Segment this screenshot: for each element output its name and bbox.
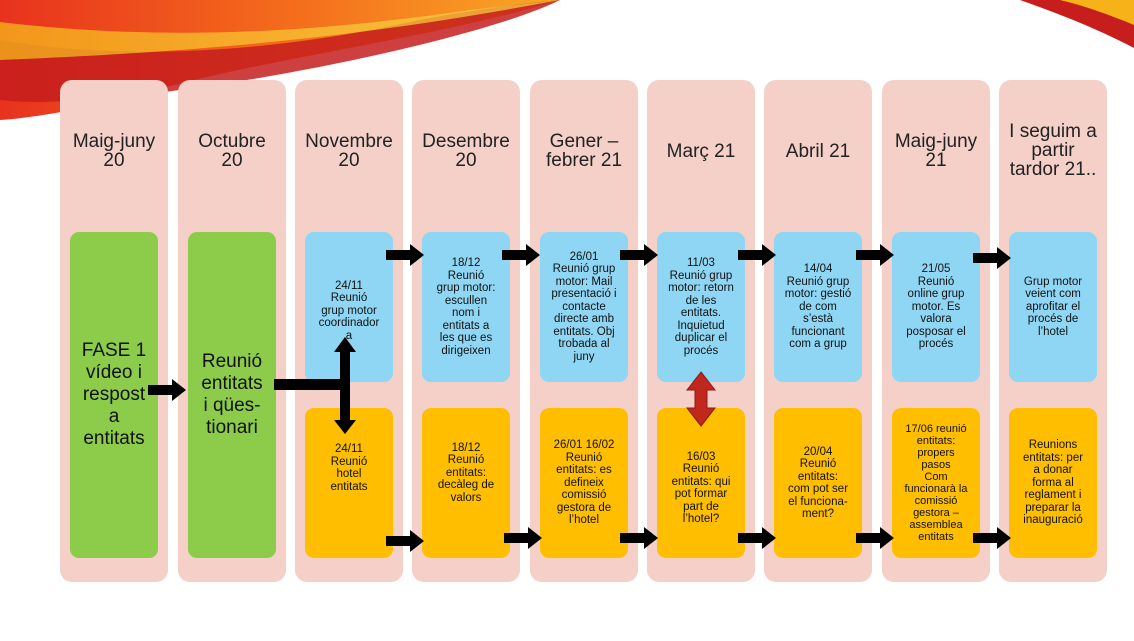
motor-group-card: 26/01 Reunió grup motor: Mail presentaci… bbox=[540, 232, 628, 382]
column-title: Gener – febrer 21 bbox=[545, 131, 623, 171]
entities-meeting-card: 17/06 reunió entitats: propers pasos Com… bbox=[892, 408, 980, 558]
motor-group-card: 11/03 Reunió grup motor: retorn de les e… bbox=[657, 232, 745, 382]
entities-meeting-card: 20/04 Reunió entitats: com pot ser el fu… bbox=[774, 408, 862, 558]
entities-meeting-card: Reunions entitats: per a donar forma al … bbox=[1009, 408, 1097, 558]
motor-group-card: Grup motor veient com aprofitar el procé… bbox=[1009, 232, 1097, 382]
survey-meeting-card: Reunió entitats i qües- tionari bbox=[188, 232, 276, 558]
entities-meeting-card: 18/12 Reunió entitats: decàleg de valors bbox=[422, 408, 510, 558]
column-title: Maig-juny 21 bbox=[894, 131, 978, 171]
entities-meeting-card: 16/03 Reunió entitats: qui pot formar pa… bbox=[657, 408, 745, 558]
column-title: I seguim a partir tardor 21.. bbox=[1009, 121, 1097, 180]
phase-1-card: FASE 1 vídeo i respost a entitats bbox=[70, 232, 158, 558]
column-title: Octubre 20 bbox=[198, 131, 266, 171]
motor-group-card: 24/11 Reunió grup motor coordinador a bbox=[305, 232, 393, 382]
column-title: Maig-juny 20 bbox=[72, 131, 156, 171]
motor-group-card: 21/05 Reunió online grup motor. Es valor… bbox=[892, 232, 980, 382]
column-title: Novembre 20 bbox=[305, 131, 393, 171]
column-title: Abril 21 bbox=[785, 141, 851, 162]
entities-meeting-card: 24/11 Reunió hotel entitats bbox=[305, 408, 393, 558]
motor-group-card: 18/12 Reunió grup motor: escullen nom i … bbox=[422, 232, 510, 382]
entities-meeting-card: 26/01 16/02 Reunió entitats: es defineix… bbox=[540, 408, 628, 558]
column-title: Desembre 20 bbox=[422, 131, 510, 171]
column-title: Març 21 bbox=[666, 141, 736, 162]
motor-group-card: 14/04 Reunió grup motor: gestió de com s… bbox=[774, 232, 862, 382]
